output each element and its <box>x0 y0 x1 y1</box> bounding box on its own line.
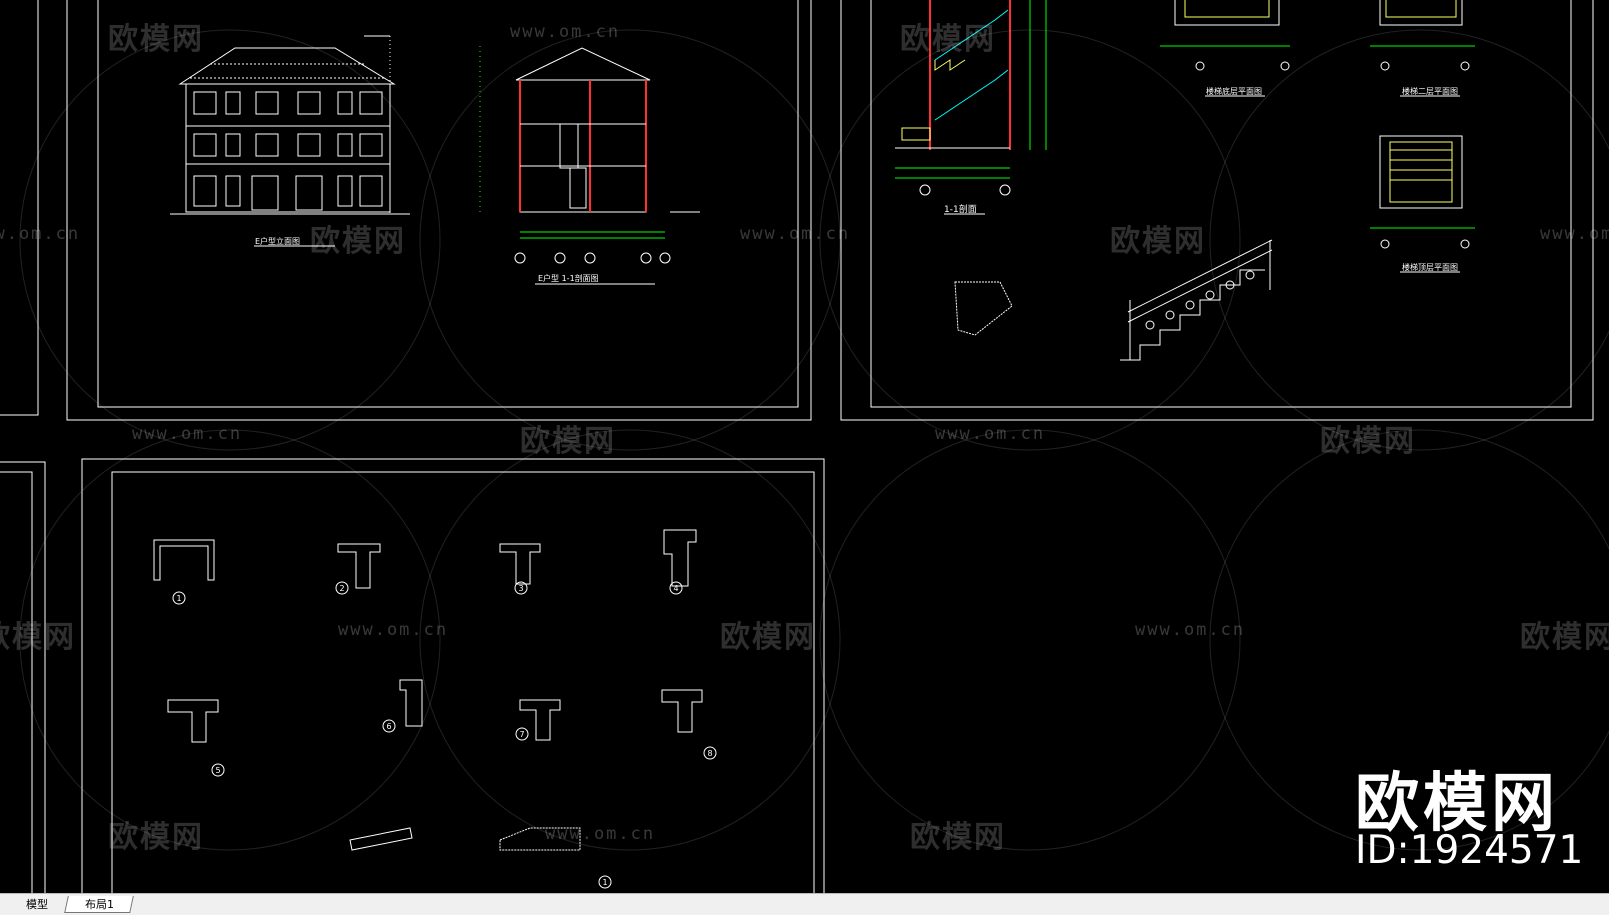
watermark-logo: 欧模网 <box>310 224 406 259</box>
svg-text:6: 6 <box>386 722 391 731</box>
watermark-logo: 欧模网 <box>720 620 816 655</box>
watermark-logo: 欧模网 <box>1520 620 1609 655</box>
sheet-inner-1 <box>97 0 799 408</box>
brand-id: ID:1924571 <box>1355 828 1584 873</box>
tab-layout1[interactable]: 布局1 <box>64 896 134 913</box>
tab-layout1-label: 布局1 <box>84 898 114 911</box>
brand-logo: 欧模网 <box>1355 767 1559 841</box>
front-elevation <box>170 35 410 247</box>
svg-text:1: 1 <box>602 878 607 887</box>
watermark-logo: 欧模网 <box>108 22 204 57</box>
watermark-logo: 欧模网 <box>1110 224 1206 259</box>
watermark-url: www.om.cn <box>740 224 851 244</box>
stair-plan-ground: 楼梯底层平面图 <box>1206 86 1262 96</box>
elevation-caption: E户型立面图 <box>255 236 300 246</box>
cad-drawing[interactable]: E户型立面图 E户型 1-1剖面图 <box>0 0 1609 893</box>
stair-plan-top: 楼梯顶层平面图 <box>1402 262 1458 272</box>
stair-section <box>895 0 1047 215</box>
building-section <box>479 46 700 285</box>
watermark-logo: 欧模网 <box>910 820 1006 855</box>
detail-numbers: 1 2 3 4 5 6 7 8 1 <box>176 584 712 887</box>
stair-plans <box>1160 0 1475 273</box>
watermark-url: www.om.cn <box>545 824 656 844</box>
sheet-frame-3 <box>81 458 825 893</box>
watermark-arcs <box>19 29 1609 851</box>
watermark-logo: 欧模网 <box>1320 424 1416 459</box>
watermark-url: www.om.cn <box>132 424 243 444</box>
svg-text:5: 5 <box>215 766 220 775</box>
sheet-frame-left-bottom <box>0 461 46 893</box>
watermark-logo: 欧模网 <box>900 22 996 57</box>
cad-model-space[interactable]: E户型立面图 E户型 1-1剖面图 <box>0 0 1609 893</box>
watermark-url: www.om.cn <box>1135 620 1246 640</box>
watermark-logo: 欧模网 <box>520 424 616 459</box>
svg-text:7: 7 <box>519 730 524 739</box>
detail-markers <box>172 581 717 889</box>
sheet-frame-left <box>0 0 39 416</box>
svg-text:8: 8 <box>707 749 712 758</box>
svg-text:2: 2 <box>339 584 344 593</box>
section-caption: E户型 1-1剖面图 <box>538 273 599 283</box>
svg-text:1: 1 <box>176 594 181 603</box>
sheet-frame-2 <box>840 0 1594 421</box>
balustrade-detail <box>954 239 1273 361</box>
watermark-url: www.om.cn <box>1540 224 1609 244</box>
watermark-url: www.om.cn <box>0 224 81 244</box>
stair-section-caption: 1-1剖面 <box>944 203 977 215</box>
sheet-inner-3 <box>111 471 815 893</box>
layout-tab-bar: 模型 布局1 <box>0 893 1609 915</box>
stair-plan-second: 楼梯二层平面图 <box>1402 86 1458 96</box>
tab-model[interactable]: 模型 <box>8 896 66 913</box>
sheet-inner-2 <box>870 0 1572 408</box>
svg-text:4: 4 <box>673 584 678 593</box>
construction-details <box>153 529 703 851</box>
watermark-url: www.om.cn <box>935 424 1046 444</box>
watermark-logo: 欧模网 <box>108 820 204 855</box>
svg-text:3: 3 <box>518 584 523 593</box>
watermark-url: www.om.cn <box>338 620 449 640</box>
watermark-logo: 欧模网 <box>0 620 76 655</box>
sheet-frame-1 <box>66 0 812 421</box>
watermark-url: www.om.cn <box>510 22 621 42</box>
